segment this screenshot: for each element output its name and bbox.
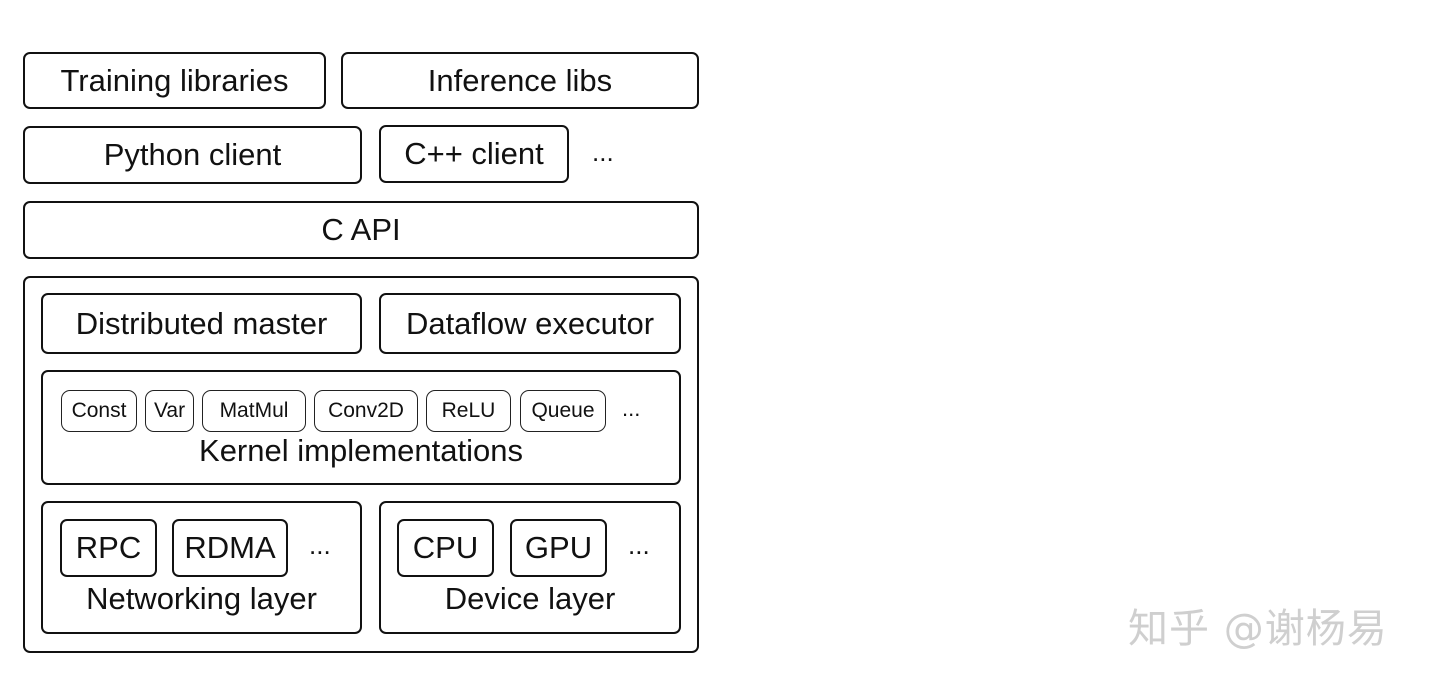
device-item-gpu: GPU	[510, 519, 607, 577]
inference-libs-box: Inference libs	[341, 52, 699, 109]
networking-item-rdma: RDMA	[172, 519, 288, 577]
dataflow-executor-label: Dataflow executor	[405, 305, 655, 341]
training-libraries-label: Training libraries	[60, 62, 289, 98]
python-client-box: Python client	[23, 126, 362, 184]
device-layer-label: Device layer	[444, 581, 616, 616]
python-client-label: Python client	[103, 137, 282, 172]
device-ellipsis: ...	[628, 530, 650, 560]
kernel-op-const: Const	[61, 390, 137, 432]
device-item-cpu-label: CPU	[412, 530, 479, 565]
networking-item-rpc: RPC	[60, 519, 157, 577]
device-item-gpu-label: GPU	[524, 530, 593, 565]
kernel-op-matmul: MatMul	[202, 390, 306, 432]
distributed-master-box: Distributed master	[41, 293, 362, 354]
kernel-op-var: Var	[145, 390, 194, 432]
kernel-implementations-label: Kernel implementations	[199, 433, 523, 468]
c-api-label: C API	[321, 212, 401, 247]
kernel-op-queue: Queue	[520, 390, 606, 432]
dataflow-executor-box: Dataflow executor	[379, 293, 681, 354]
inference-libs-label: Inference libs	[427, 62, 613, 98]
cpp-client-label: C++ client	[404, 136, 544, 171]
device-item-cpu: CPU	[397, 519, 494, 577]
networking-item-rpc-label: RPC	[75, 530, 142, 565]
watermark: 知乎 @谢杨易	[1128, 606, 1388, 652]
cpp-client-box: C++ client	[379, 125, 569, 183]
training-libraries-box: Training libraries	[23, 52, 326, 109]
clients-ellipsis: ...	[592, 137, 614, 167]
networking-ellipsis: ...	[309, 530, 331, 560]
distributed-master-label: Distributed master	[75, 305, 328, 341]
kernel-ops-ellipsis: ...	[622, 396, 641, 421]
kernel-op-conv2d: Conv2D	[314, 390, 418, 432]
kernel-op-relu: ReLU	[426, 390, 511, 432]
networking-layer-label: Networking layer	[86, 581, 317, 616]
networking-item-rdma-label: RDMA	[184, 530, 276, 565]
c-api-box: C API	[23, 201, 699, 259]
